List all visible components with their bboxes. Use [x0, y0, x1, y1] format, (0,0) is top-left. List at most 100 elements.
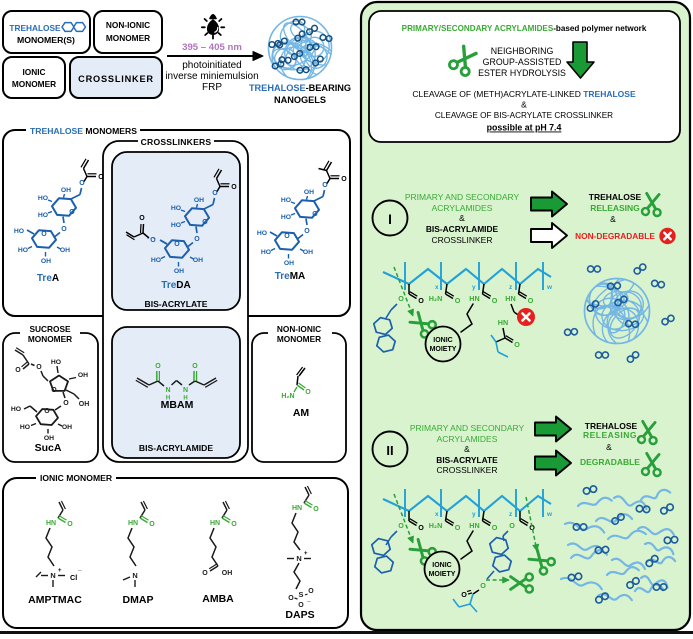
svg-text:NON-IONIC: NON-IONIC	[277, 324, 321, 334]
svg-text:HO: HO	[171, 205, 181, 212]
svg-text:O: O	[212, 190, 218, 197]
svg-text:O: O	[461, 590, 467, 599]
svg-text:BIS-ACRYLAMIDE: BIS-ACRYLAMIDE	[139, 443, 213, 453]
svg-text:OH: OH	[304, 189, 314, 196]
svg-text:ESTER HYDROLYSIS: ESTER HYDROLYSIS	[478, 68, 566, 78]
svg-text:O: O	[514, 340, 520, 349]
svg-text:O: O	[155, 363, 161, 370]
svg-text:OH: OH	[60, 247, 70, 254]
svg-text:O: O	[480, 581, 486, 590]
svg-text:OH: OH	[222, 570, 233, 577]
svg-text:S: S	[299, 590, 304, 599]
svg-text:O: O	[69, 209, 75, 216]
svg-text:SUCROSE: SUCROSE	[29, 324, 70, 334]
svg-text:OH: OH	[78, 372, 88, 379]
svg-text:y: y	[472, 284, 476, 291]
svg-text:O: O	[298, 602, 304, 609]
svg-text:O: O	[174, 241, 180, 248]
svg-text:x: x	[435, 511, 439, 518]
svg-text:O: O	[194, 236, 200, 243]
svg-text:II: II	[386, 443, 393, 458]
svg-text:MOIETY: MOIETY	[430, 346, 457, 353]
svg-text:PRIMARY AND SECONDARY: PRIMARY AND SECONDARY	[405, 192, 520, 202]
svg-text:+: +	[304, 551, 308, 557]
svg-text:BIS-ACRYLAMIDE: BIS-ACRYLAMIDE	[426, 224, 499, 234]
svg-text:&: &	[464, 444, 470, 454]
svg-text:OH: OH	[61, 187, 71, 194]
svg-text:O: O	[41, 231, 47, 238]
svg-text:RELEASING: RELEASING	[583, 430, 637, 440]
svg-text:O: O	[418, 296, 424, 305]
svg-text:HO: HO	[38, 195, 48, 202]
svg-text:O: O	[149, 521, 155, 528]
svg-text:HO: HO	[18, 247, 28, 254]
svg-text:HO: HO	[281, 214, 291, 221]
svg-text:w: w	[546, 284, 552, 291]
svg-text:MBAM: MBAM	[161, 399, 194, 411]
svg-text:O: O	[304, 228, 310, 235]
svg-text:H₂N: H₂N	[429, 521, 443, 530]
svg-text:DMAP: DMAP	[123, 594, 154, 606]
svg-text:MONOMER: MONOMER	[28, 334, 72, 344]
svg-text:O: O	[44, 408, 50, 415]
svg-text:TreMA: TreMA	[275, 271, 306, 282]
svg-text:N: N	[165, 387, 170, 394]
svg-text:HO: HO	[281, 197, 291, 204]
svg-text:O: O	[15, 367, 21, 374]
svg-text:inverse miniemulsion: inverse miniemulsion	[165, 71, 258, 82]
svg-text:O: O	[231, 184, 237, 191]
svg-text:O: O	[528, 296, 534, 305]
svg-text:OH: OH	[44, 435, 54, 442]
svg-text:O: O	[312, 211, 318, 218]
svg-text:HN: HN	[469, 294, 479, 303]
svg-text:CROSSLINKER: CROSSLINKER	[432, 235, 493, 245]
svg-text:NON-DEGRADABLE: NON-DEGRADABLE	[575, 231, 655, 241]
svg-text:NANOGELS: NANOGELS	[274, 95, 326, 105]
svg-text:&: &	[606, 442, 612, 452]
svg-text:CROSSLINKERS: CROSSLINKERS	[141, 137, 212, 147]
svg-text:x: x	[435, 284, 439, 291]
svg-text:TREHALOSE-BEARING: TREHALOSE-BEARING	[249, 83, 351, 93]
svg-text:H: H	[183, 396, 187, 402]
svg-text:Cl: Cl	[70, 573, 77, 582]
svg-text:ACRYLAMIDES: ACRYLAMIDES	[437, 434, 498, 444]
svg-text:O: O	[455, 523, 461, 532]
svg-text:395 – 405 nm: 395 – 405 nm	[182, 42, 242, 53]
svg-text:O: O	[192, 363, 198, 370]
svg-text:OH: OH	[194, 197, 204, 204]
svg-text:H₂N: H₂N	[429, 294, 443, 303]
svg-text:O: O	[51, 387, 57, 394]
svg-text:O: O	[231, 521, 237, 528]
svg-text:HO: HO	[20, 424, 30, 431]
svg-text:CLEAVAGE OF (METH)ACRYLATE-LIN: CLEAVAGE OF (METH)ACRYLATE-LINKED TREHAL…	[412, 89, 636, 99]
svg-text:H: H	[166, 396, 170, 402]
svg-text:IONIC: IONIC	[432, 562, 451, 569]
svg-text:HN: HN	[498, 318, 508, 327]
svg-text:HO: HO	[257, 230, 267, 237]
svg-text:O: O	[418, 523, 424, 532]
svg-text:CROSSLINKER: CROSSLINKER	[437, 465, 498, 475]
svg-text:O: O	[284, 233, 290, 240]
svg-text:BIS-ACRYLATE: BIS-ACRYLATE	[436, 455, 498, 465]
svg-text:TreA: TreA	[37, 273, 59, 284]
svg-text:TREHALOSE MONOMERS: TREHALOSE MONOMERS	[30, 126, 137, 136]
svg-text:HN: HN	[128, 520, 138, 527]
svg-text:&: &	[459, 213, 465, 223]
svg-text:N: N	[50, 571, 55, 580]
svg-text:I: I	[388, 212, 392, 227]
svg-text:IONIC: IONIC	[22, 67, 45, 77]
svg-text:¯: ¯	[77, 569, 82, 577]
svg-text:O: O	[202, 219, 208, 226]
svg-text:HN: HN	[469, 521, 479, 530]
svg-text:OH: OH	[303, 249, 313, 256]
svg-text:O: O	[398, 294, 404, 303]
svg-text:N: N	[296, 554, 301, 563]
svg-text:N: N	[183, 387, 188, 394]
svg-text:AMBA: AMBA	[202, 593, 234, 605]
svg-text:O: O	[150, 237, 156, 244]
svg-text:possible at pH 7.4: possible at pH 7.4	[487, 123, 562, 133]
svg-text:SucA: SucA	[35, 442, 62, 454]
svg-text:&: &	[521, 100, 527, 110]
svg-text:HO: HO	[38, 212, 48, 219]
svg-text:HN: HN	[46, 520, 56, 527]
